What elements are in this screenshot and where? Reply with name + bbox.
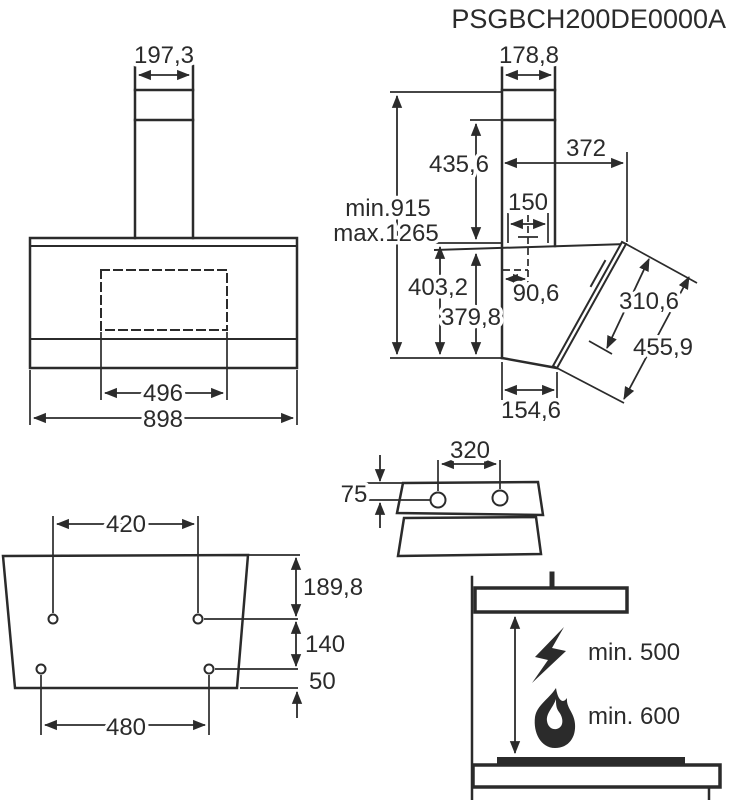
dim-bottom-depth: 154,6 [501,397,561,424]
top-view: 320 75 [337,434,545,558]
mounting-hole [192,613,204,625]
dim-lower-holes-to-bottom: 50 [309,668,336,695]
drawing-code: PSGBCH200DE0000A [451,4,726,34]
dim-front-panel-length: 455,9 [633,334,693,361]
back-outline [1,553,250,690]
dim-lower-section: 403,2 [408,274,468,301]
glass-panel-edge [551,240,628,370]
side-extension-lines [390,91,698,404]
dim-bracket-hole-offset: 75 [341,481,368,508]
dim-chimney-width: 197,3 [134,42,194,69]
dim-inner-width: 496 [143,380,183,407]
dim-chimney-depth: 178,8 [499,42,559,69]
mounting-hole [491,489,509,507]
duct-cutout-dashed-box [100,269,228,331]
dim-height-max: max.1265 [333,220,438,247]
dim-duct-offset: 90,6 [513,280,560,307]
lightning-icon [532,627,566,683]
dim-glass-length: 310,6 [619,288,679,315]
mounting-hole [35,663,47,675]
dim-upper-section: 435,6 [429,151,489,178]
front-outline [28,64,299,370]
back-mounting-view: 420 480 189,8 140 50 [1,508,367,745]
top-dimension-lines [374,455,498,528]
clearance-outline [470,571,722,800]
dim-body-front-height: 379,8 [441,304,501,331]
back-extension-lines [40,516,300,735]
clearance-electric-label: min. 500 [588,639,680,666]
back-dimension-lines [43,518,303,731]
clearance-gas-label: min. 600 [588,703,680,730]
front-view: 197,3 496 898 [28,39,299,437]
dim-duct-width: 150 [508,189,548,216]
mounting-hole [47,613,59,625]
dim-bracket-hole-spacing: 320 [450,437,490,464]
top-outline [395,480,545,558]
dim-total-width: 898 [143,406,183,433]
cooktop-surface [497,757,685,765]
front-dimension-lines [32,69,295,424]
mounting-hole [203,663,215,675]
mounting-hole [429,491,447,509]
counter-top [471,763,722,789]
top-extension-lines [360,460,501,501]
dim-height-min: min.915 [345,195,430,222]
flame-icon [534,688,576,748]
hood-bottom-bar [473,586,629,614]
dim-top-to-upper-holes: 189,8 [303,574,363,601]
side-view: 178,8 min.915 max.1265 435,6 150 372 403… [330,39,698,428]
front-extension-lines [29,332,298,425]
dim-upper-hole-spacing: 420 [106,511,146,538]
dim-upper-to-lower-holes: 140 [305,631,345,658]
dim-lower-hole-spacing: 480 [106,714,146,741]
clearance-view: min. 500 min. 600 [470,571,722,800]
side-dimension-lines [391,69,690,400]
dim-depth-total: 372 [566,135,606,162]
